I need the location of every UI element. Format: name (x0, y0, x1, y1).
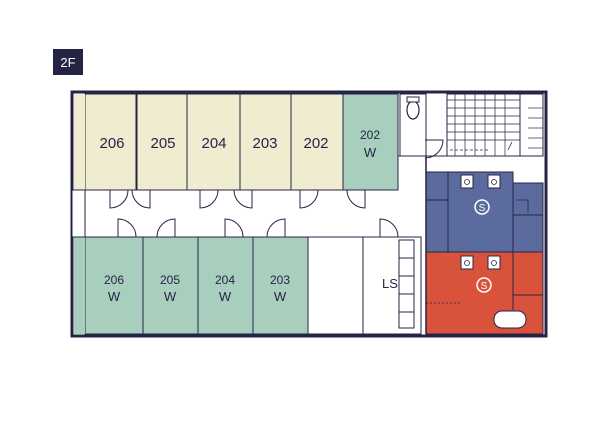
empty-room-bottom (307, 236, 364, 335)
toilet-icon (406, 100, 420, 120)
room-label-205w-num: 205 (160, 273, 180, 287)
room-label-204w-num: 204 (215, 273, 235, 287)
room-202w-top (342, 93, 399, 191)
locker-cabinet (398, 239, 415, 329)
room-strip-left-bottom (74, 237, 85, 334)
stairs-icon (446, 93, 544, 157)
sink-icon (487, 174, 501, 189)
sink-icon (460, 174, 474, 189)
shower-icon (474, 199, 490, 215)
room-label-205-top: 205 (150, 135, 175, 152)
shower-icon (476, 277, 492, 293)
doors (109, 139, 444, 238)
room-strip-left (74, 94, 85, 190)
room-label-202w-sub: W (364, 145, 377, 160)
rooms-top-row (74, 93, 399, 191)
sink-icon (460, 255, 474, 270)
shower-label-blue: S (479, 203, 486, 214)
red-zone: S (425, 251, 544, 335)
blue-zone: S (425, 171, 544, 253)
room-202-top (290, 93, 344, 191)
room-label-205w-sub: W (164, 289, 177, 304)
room-label-206w-num: 206 (104, 273, 124, 287)
room-203w-bottom (252, 236, 309, 335)
locker-label: LS (382, 276, 398, 291)
room-label-203w-sub: W (274, 289, 287, 304)
room-label-204w-sub: W (219, 289, 232, 304)
floor-badge: 2F (53, 49, 83, 75)
room-label-204-top: 204 (201, 135, 226, 152)
room-205w-bottom (142, 236, 199, 335)
shower-label-red: S (481, 281, 488, 292)
toilet-icon (493, 310, 527, 329)
room-203-top (239, 93, 292, 191)
room-label-203-top: 203 (252, 135, 277, 152)
room-label-206-top: 206 (99, 135, 124, 152)
room-label-203w-num: 203 (270, 273, 290, 287)
room-label-202w-num: 202 (360, 128, 380, 142)
room-label-202-top: 202 (303, 135, 328, 152)
rooms-bottom-row (74, 236, 364, 335)
room-206w-bottom (84, 236, 144, 335)
room-label-206w-sub: W (108, 289, 121, 304)
sink-icon (487, 255, 501, 270)
